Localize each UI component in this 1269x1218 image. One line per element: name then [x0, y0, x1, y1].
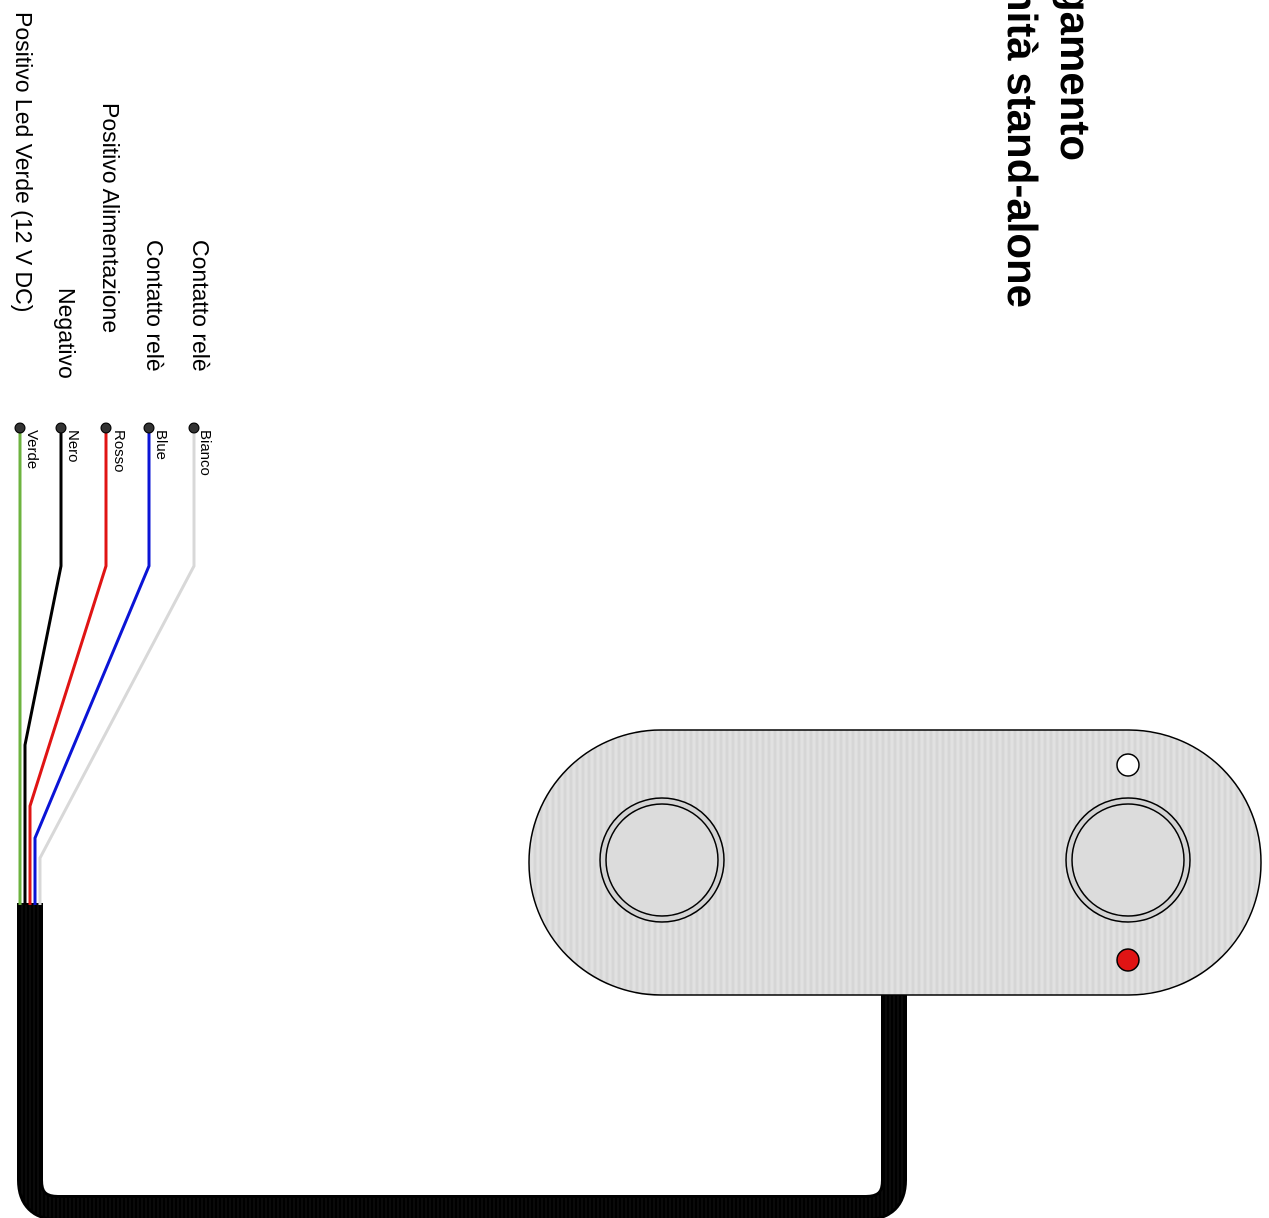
label-verde: Verde: [24, 430, 41, 470]
label-positivo-led-verde: Positivo Led Verde (12 V DC): [11, 12, 37, 313]
terminal-dot: [188, 422, 200, 434]
terminal-dot: [100, 422, 112, 434]
label-negativo: Negativo: [54, 288, 80, 379]
label-bianco: Bianco: [197, 430, 214, 476]
label-contatto-rele-1: Contatto relè: [188, 240, 214, 372]
label-rosso: Rosso: [111, 430, 128, 473]
main-cable-texture: [20, 903, 904, 1218]
led-bottom: [1116, 948, 1140, 972]
device-plate: [528, 729, 1262, 996]
label-positivo-alimentazione: Positivo Alimentazione: [98, 103, 124, 334]
label-blue: Blue: [153, 430, 170, 461]
label-nero: Nero: [65, 430, 82, 463]
wire-bianco: [38, 428, 196, 905]
button-right: [1071, 803, 1185, 917]
wire-blue: [33, 428, 151, 905]
terminal-dot: [55, 422, 67, 434]
wire-rosso: [28, 428, 108, 905]
terminal-dot: [143, 422, 155, 434]
terminal-dot: [14, 422, 26, 434]
label-contatto-rele-2: Contatto relè: [142, 240, 168, 372]
diagram-title-line1: gamento: [1052, 0, 1099, 162]
led-top: [1116, 753, 1140, 777]
wire-nero: [23, 428, 63, 905]
diagram-title-line2: nità stand-alone: [999, 0, 1046, 309]
button-left: [605, 803, 719, 917]
